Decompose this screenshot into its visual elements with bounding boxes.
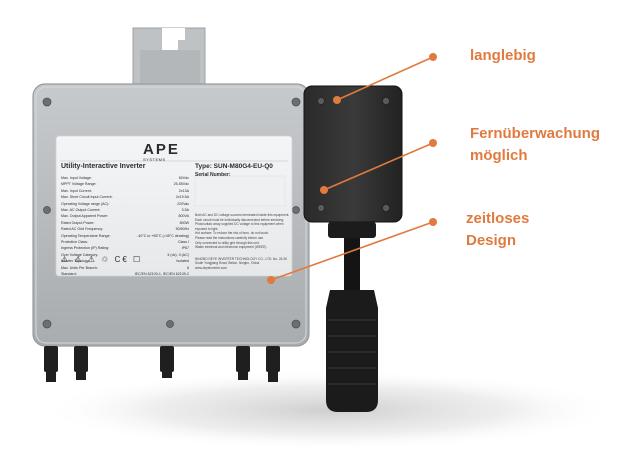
callout-line: langlebig: [470, 47, 536, 64]
spec-row: Rated Output Power: 800W: [61, 220, 189, 226]
spec-label: Inverter Topology:: [61, 259, 90, 264]
warning-line: Hot surface: To reduce the risk of burn,…: [195, 231, 270, 236]
warning-line: Waste electrical and electronic equipmen…: [195, 245, 268, 250]
callout-line: Fernüberwachung: [470, 125, 601, 142]
warning-line: Both AC and DC voltage sources terminate…: [195, 213, 290, 217]
spec-value: 220Vac: [177, 201, 189, 206]
brand-logo: APE: [143, 141, 180, 158]
nameplate-type: Type: SUN-M80G4-EU-Q0: [195, 163, 273, 170]
spec-row: Operating Temperature Range: -40°C to +65…: [61, 233, 189, 239]
spec-row: Ingress Protection (IP) Rating: IP67: [61, 245, 189, 251]
spec-value: 2x13A: [178, 188, 189, 193]
spec-label: Operating Voltage range (AC):: [61, 201, 110, 206]
spec-value: Class I: [178, 240, 189, 245]
warning-text: Both AC and DC voltage sources terminate…: [195, 213, 290, 250]
dc-connectors: [44, 346, 280, 382]
spec-row: Max. Input Voltage: 60Vdc: [61, 175, 189, 181]
callout-line: zeitloses: [466, 210, 530, 227]
callout-pointers: [270, 56, 434, 281]
spec-row: Max. Short Circuit Input Current: 2x19.5A: [61, 194, 189, 200]
warning-line: Only connected to utility grid through t…: [195, 240, 260, 245]
spec-row: Inverter Topology: Isolated: [61, 258, 189, 264]
spec-label: Rated AC Grid Frequency:: [61, 227, 104, 232]
spec-value: IEC/EN 62109-1, IEC/EN 62109-2: [134, 272, 189, 277]
nameplate-serial-label: Serial Number:: [195, 172, 231, 178]
spec-label: Ingress Protection (IP) Rating:: [61, 246, 110, 251]
spec-row: MPPT Voltage Range: 25-55Vdc: [61, 181, 189, 187]
spec-row: Max. Units Per Branch: 6: [61, 265, 189, 271]
floor-shadow: [40, 370, 620, 450]
callout-timeless-design: zeitloses Design: [466, 208, 529, 252]
spec-row: Over Voltage Category: II (dc), II (AC): [61, 252, 189, 258]
mounting-bracket: [132, 27, 206, 93]
spec-label: Max. Units Per Branch:: [61, 265, 98, 270]
spec-row: Operating Voltage range (AC): 220Vac: [61, 201, 189, 207]
spec-label: Max. Output Apparent Power:: [61, 214, 109, 219]
warning-line: Each circuit must be individually discon…: [195, 217, 285, 222]
spec-value: 6: [187, 265, 189, 270]
spec-label: MPPT Voltage Range:: [61, 182, 97, 187]
spec-value: 25-55Vdc: [173, 182, 189, 187]
spec-value: II (dc), II (AC): [167, 252, 189, 257]
spec-row: Rated AC Grid Frequency: 50/60Hz: [61, 226, 189, 232]
spec-row: Standard: IEC/EN 62109-1, IEC/EN 62109-2: [61, 271, 189, 277]
spec-label: Over Voltage Category:: [61, 252, 99, 257]
callout-dots: [267, 53, 437, 284]
spec-value: 60Vdc: [178, 176, 189, 180]
spec-label: Protective Class:: [61, 240, 88, 245]
spec-value: -40°C to +65°C (>45°C derating): [137, 233, 189, 238]
spec-label: Standard:: [61, 272, 77, 277]
spec-label: Max. Short Circuit Input Current:: [61, 195, 113, 200]
spec-value: 2x19.5A: [175, 195, 189, 200]
spec-label: Max. Input Current:: [61, 188, 92, 193]
spec-label: Max. Input Voltage:: [61, 176, 92, 180]
spec-value: 800W: [179, 220, 189, 225]
callout-remote-monitoring: Fernüberwachung möglich: [470, 123, 600, 167]
spec-label: Operating Temperature Range:: [61, 233, 111, 238]
callout-line: möglich: [470, 147, 528, 164]
spec-row: Max. AC Output Current: 3.5A: [61, 207, 189, 213]
housing-screws: [42, 97, 301, 329]
spec-value: 800VA: [178, 214, 189, 219]
spec-row: Max. Output Apparent Power: 800VA: [61, 213, 189, 219]
nameplate: [55, 135, 293, 277]
spec-value: 50/60Hz: [175, 227, 189, 232]
nameplate-title: Utility-Interactive Inverter: [61, 163, 146, 170]
spec-value: Isolated: [176, 259, 189, 264]
spec-value: IP67: [181, 246, 189, 251]
spec-value: 3.5A: [181, 208, 189, 213]
monitoring-module: [303, 85, 403, 412]
manufacturer-text: NINGBO DEYE INVERTER TECHNOLOGY CO., LTD…: [195, 257, 288, 270]
spec-row: Max. Input Current: 2x13A: [61, 188, 189, 194]
certification-icons: ⚠ ⚠ ⚠ ♲ C€ ☐: [61, 255, 143, 264]
warning-line: Please read the instructions carefully b…: [195, 235, 264, 240]
spec-label: Max. AC Output Current:: [61, 208, 101, 213]
spec-label: Rated Output Power:: [61, 220, 95, 225]
spec-row: Protective Class: Class I: [61, 239, 189, 245]
callout-line: Design: [466, 232, 517, 249]
brand-subtitle: SYSTEMS: [143, 157, 166, 162]
callout-durable: langlebig: [470, 45, 536, 67]
warning-line: Photovoltaic array supplied DC voltage t…: [195, 222, 284, 231]
